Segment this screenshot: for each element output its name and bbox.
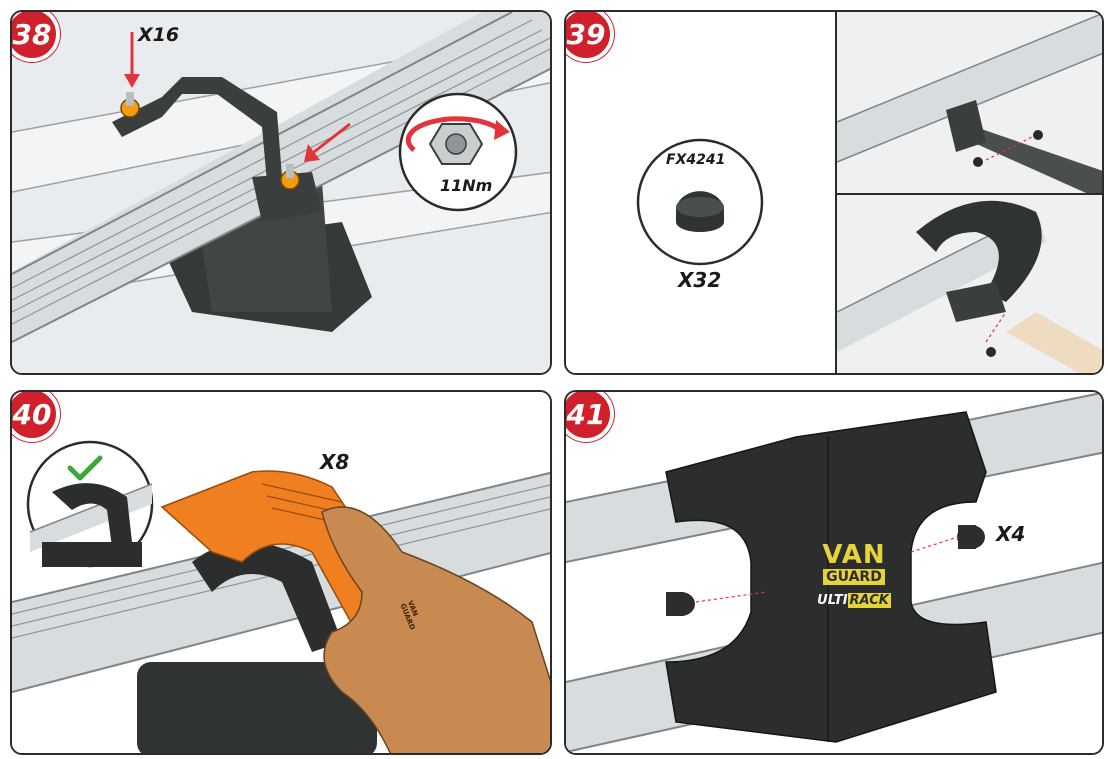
panel-step-38: 38 X16 11Nm: [10, 10, 552, 375]
quantity-label: X32: [678, 268, 722, 292]
panel-step-39: 39 FX4241 X32: [564, 10, 1104, 375]
torque-label: 11Nm: [440, 176, 493, 195]
brand-logo-ulti: ULTI: [817, 593, 848, 608]
step-number-badge: 38: [12, 12, 60, 62]
down-arrow-icon: [124, 32, 140, 88]
step-39-illustration: [566, 12, 1102, 373]
step-38-illustration: [12, 12, 550, 373]
panel-step-40: 40 X8 VAN GUARD: [10, 390, 552, 755]
rotate-arrow-icon: [405, 116, 510, 152]
diagonal-arrow-icon: [304, 122, 351, 162]
brand-logo-rack: RACK: [847, 593, 891, 608]
step-number-badge: 41: [566, 392, 614, 442]
brand-logo-guard: GUARD: [823, 569, 885, 585]
step-number-badge: 40: [12, 392, 60, 442]
quantity-label: X8: [320, 450, 350, 474]
quantity-label: X16: [138, 24, 180, 46]
part-code-label: FX4241: [666, 152, 726, 168]
quantity-label: X4: [996, 522, 1026, 546]
step-40-illustration: [12, 392, 550, 753]
check-icon: [67, 455, 103, 481]
brand-logo-van: VAN: [822, 540, 886, 570]
